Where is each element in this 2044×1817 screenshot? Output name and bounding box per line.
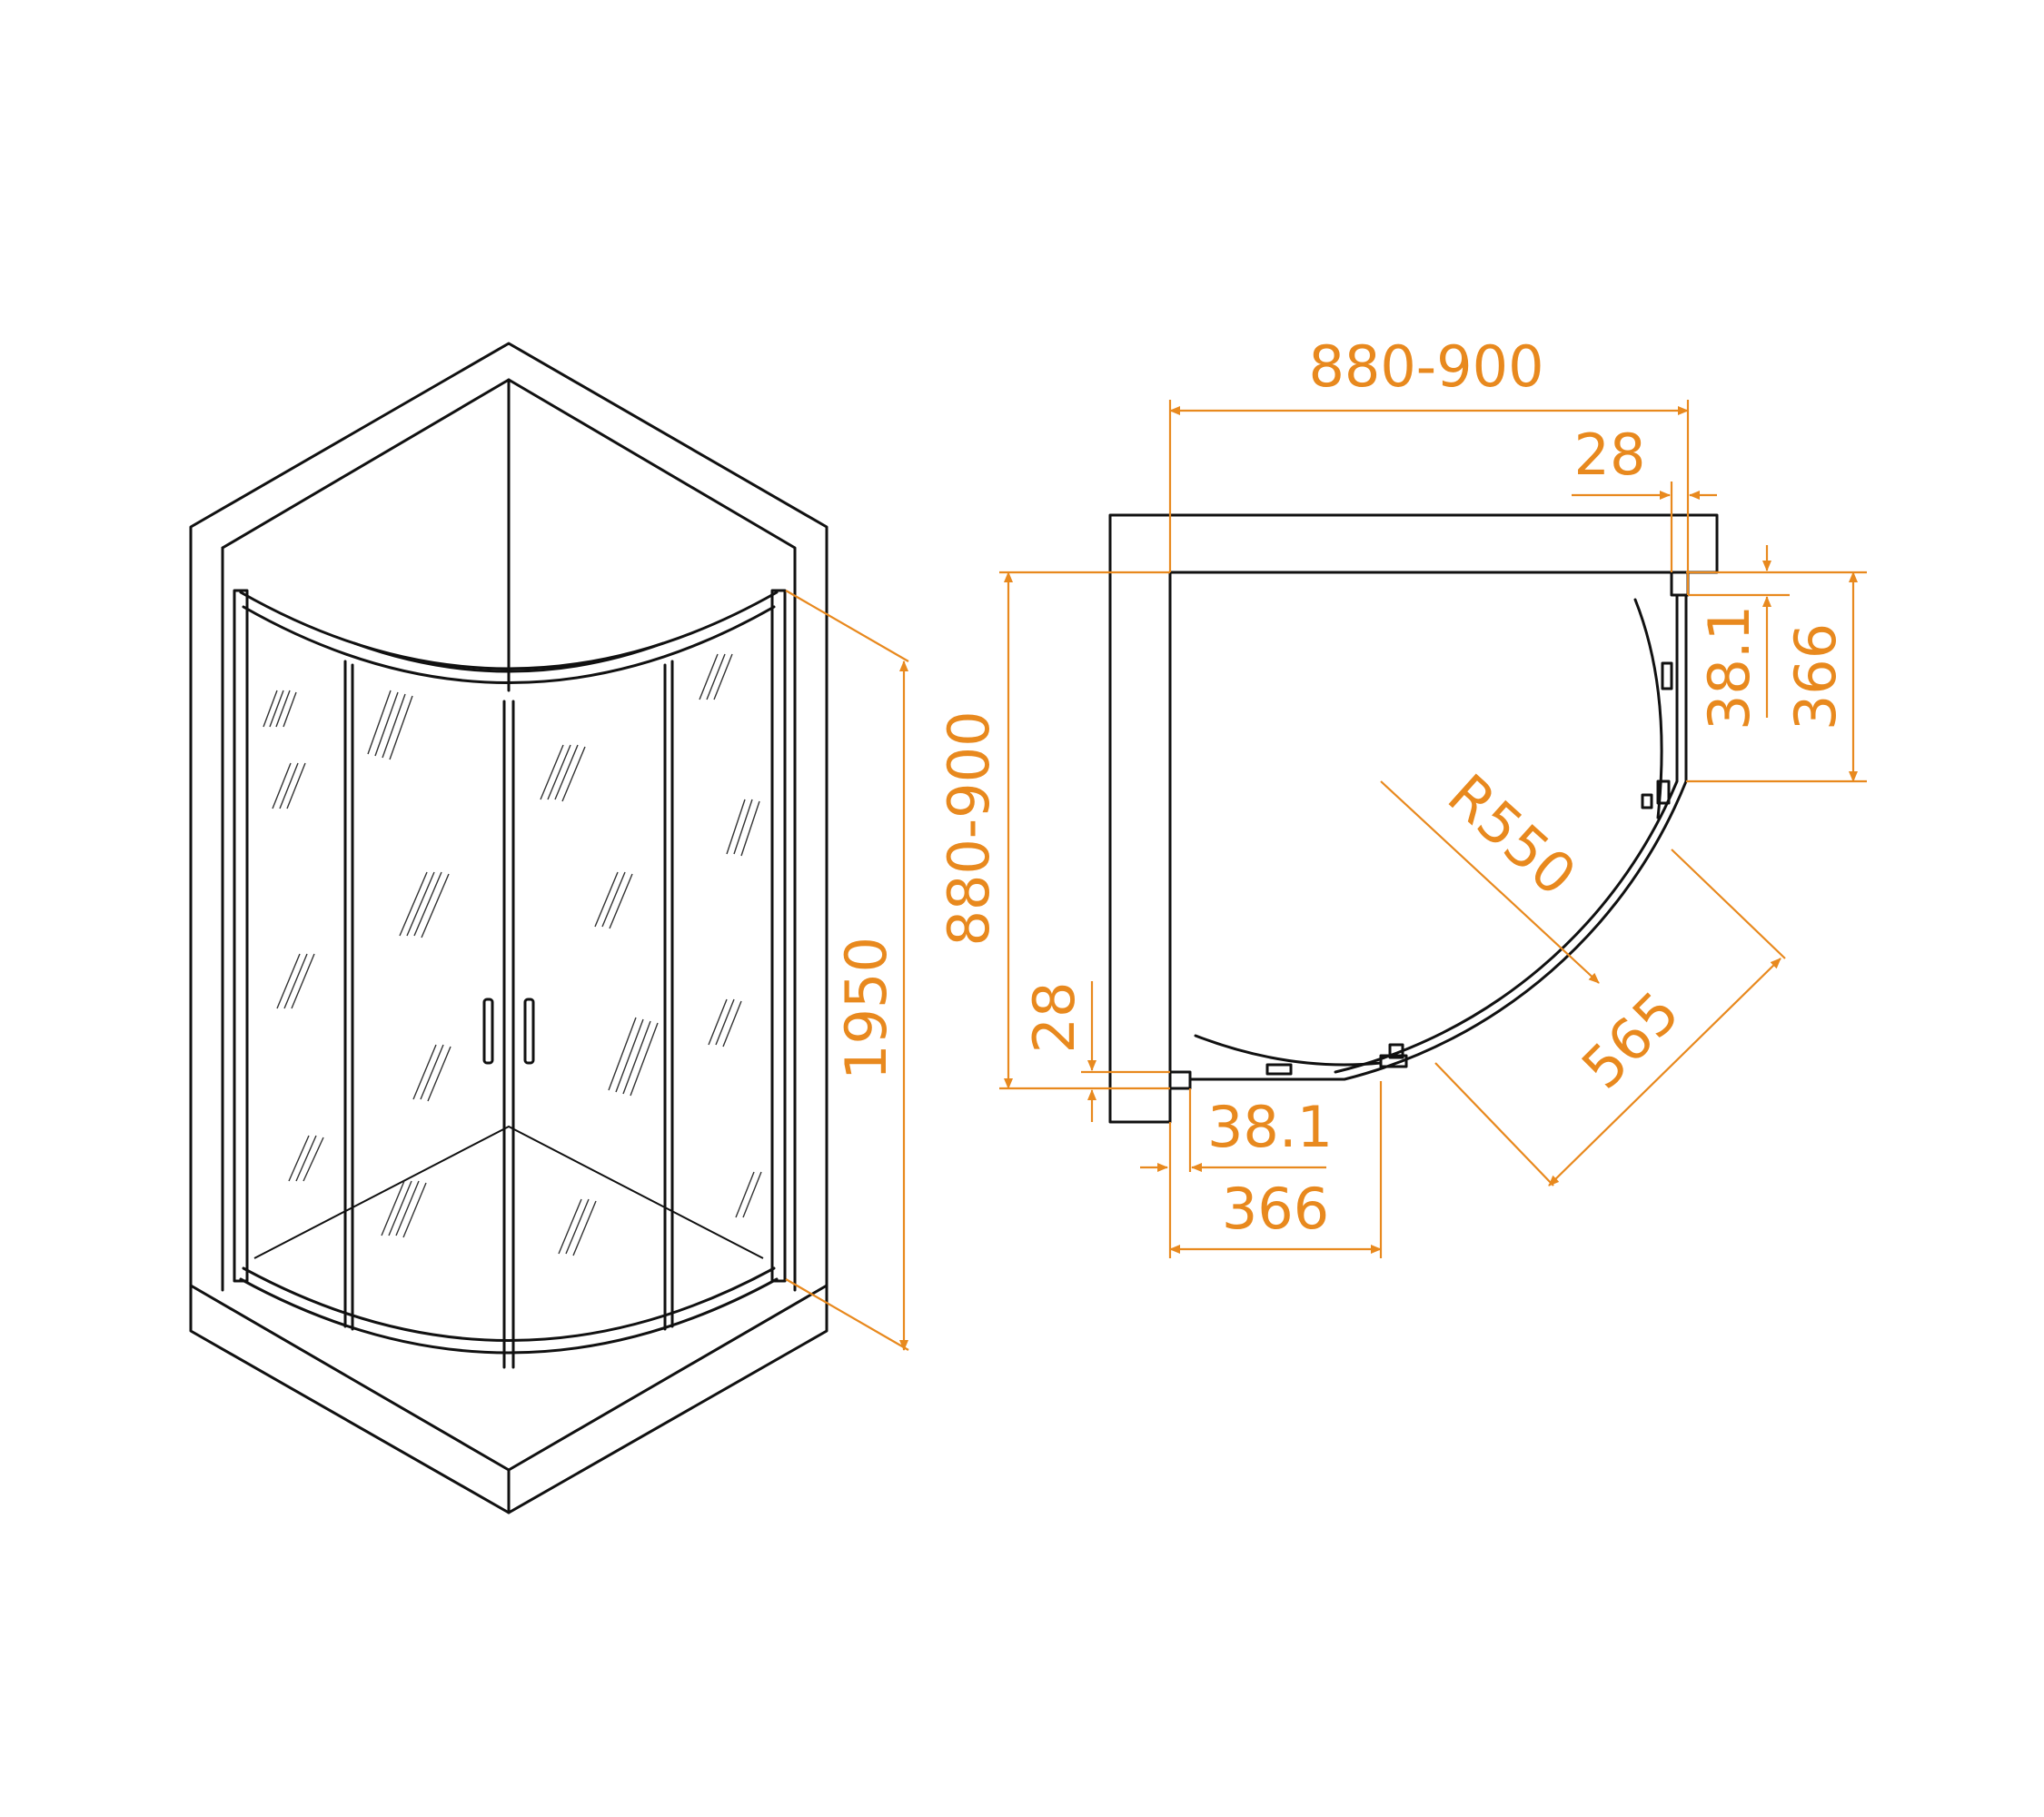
depth-label: 880-900 xyxy=(936,710,1002,946)
offset-right-dimension: 38.1 xyxy=(1688,545,1790,730)
wall-top-dimension: 28 xyxy=(1572,422,1717,572)
wall-top-label: 28 xyxy=(1574,422,1646,488)
left-profile xyxy=(233,589,249,1283)
isometric-view xyxy=(189,342,829,1514)
plan-arc-inner xyxy=(1334,593,1679,1074)
wall-left-label: 28 xyxy=(1021,982,1087,1054)
right-profile xyxy=(770,589,787,1283)
leg-bottom-dimension: 366 xyxy=(1168,1081,1383,1258)
leg-bottom-label: 366 xyxy=(1222,1176,1329,1242)
diagonal-label: 565 xyxy=(1569,978,1692,1101)
offset-bottom-dimension: 38.1 xyxy=(1140,1088,1333,1172)
tray-floor xyxy=(253,1125,764,1259)
width-dimension: 880-900 xyxy=(1168,333,1690,595)
radius-dimension: R550 xyxy=(1380,761,1600,984)
wall-outline xyxy=(189,342,829,1514)
top-rail-inner xyxy=(242,605,776,684)
glass-reflections xyxy=(263,653,762,1256)
top-rail-outer xyxy=(239,591,779,670)
sliding-door-bottom xyxy=(1194,1034,1383,1067)
radius-label: R550 xyxy=(1435,761,1589,908)
leg-right-dimension: 366 xyxy=(1686,571,1867,783)
offset-bottom-label: 38.1 xyxy=(1207,1094,1333,1160)
width-label: 880-900 xyxy=(1308,333,1543,400)
bottom-rail-inner xyxy=(242,1266,776,1342)
top-rail-back xyxy=(352,641,665,673)
wall-left-dimension: 28 xyxy=(1021,981,1170,1122)
door-handle-left xyxy=(482,998,494,1065)
leg-right-label: 366 xyxy=(1782,623,1849,730)
plan-arc-outer xyxy=(1188,593,1688,1081)
offset-right-label: 38.1 xyxy=(1696,605,1762,730)
profile-top xyxy=(1670,571,1690,597)
door-handle-right xyxy=(523,998,535,1065)
tray-top xyxy=(189,1284,829,1472)
wall-inner xyxy=(221,378,797,1292)
sliding-door-right xyxy=(1633,598,1663,819)
height-dimension: 1950 xyxy=(785,590,909,1351)
height-label: 1950 xyxy=(833,937,899,1080)
bottom-rail-outer xyxy=(239,1277,779,1355)
profile-left xyxy=(1168,1070,1192,1090)
roller-fittings xyxy=(1265,661,1673,1076)
depth-dimension: 880-900 xyxy=(936,571,1170,1090)
